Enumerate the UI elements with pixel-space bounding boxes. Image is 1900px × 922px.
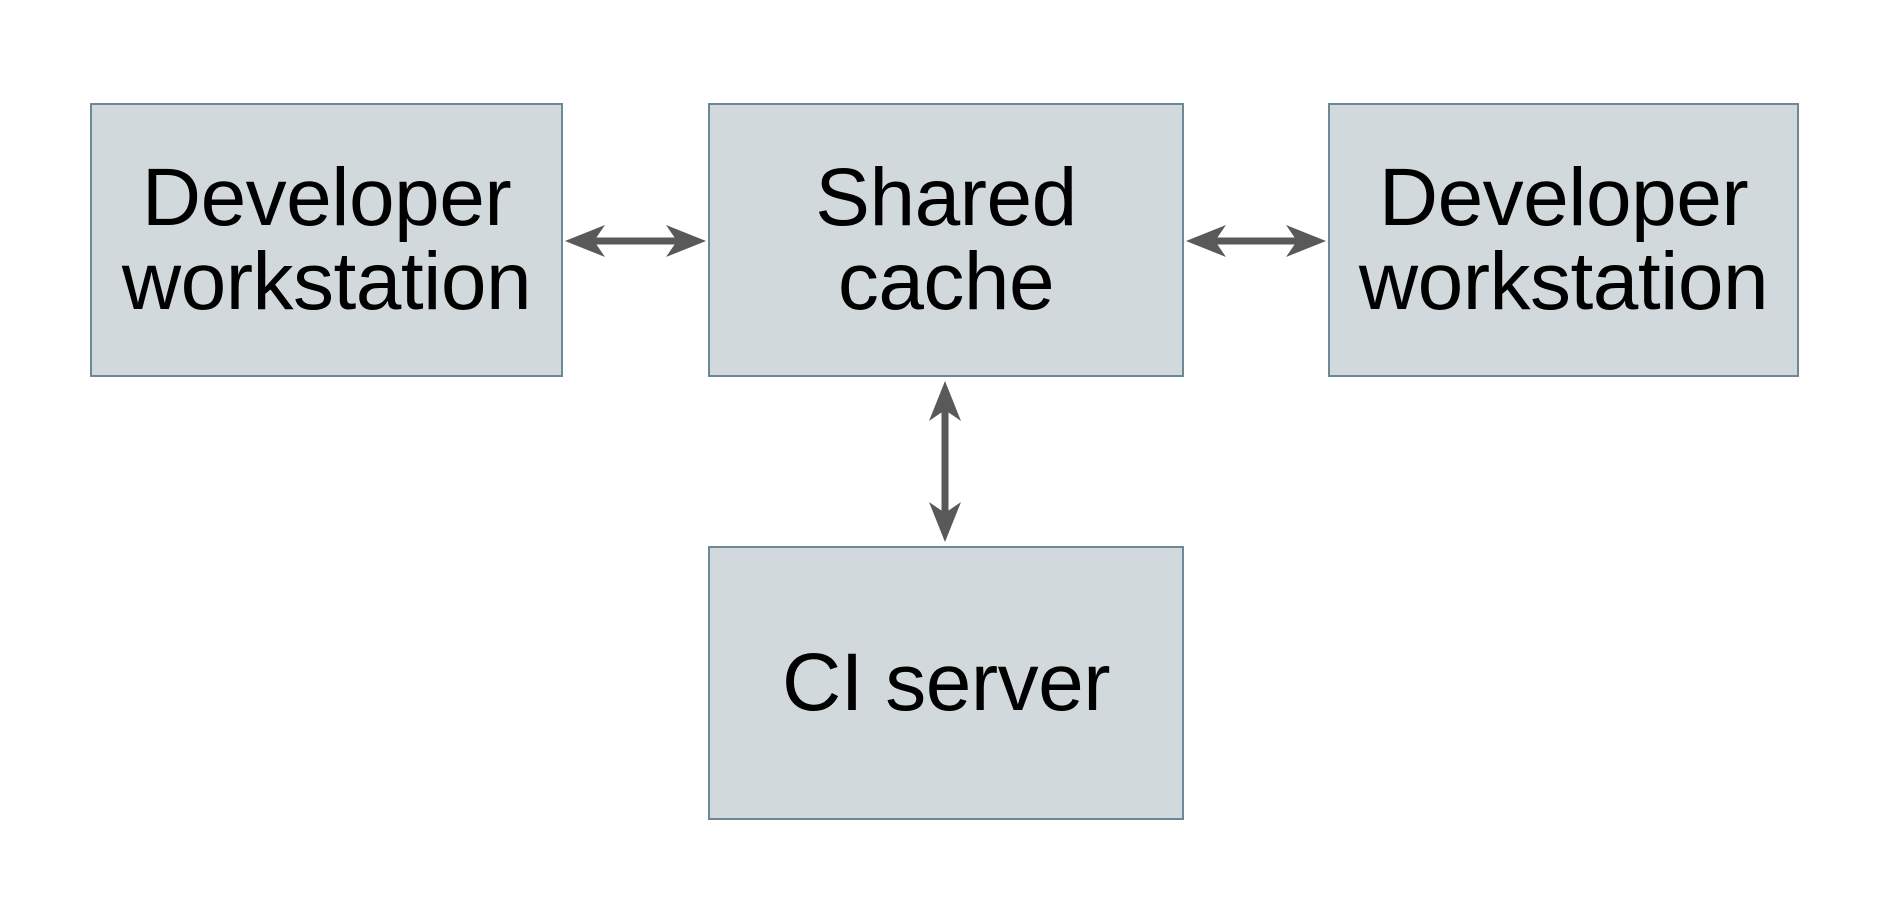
double-arrow-shared-cache-ci-server [929, 381, 961, 542]
arrowhead-right-icon [666, 225, 706, 257]
node-developer-workstation-left-label: Developer workstation [121, 152, 532, 327]
arrowhead-up-icon [929, 381, 961, 421]
node-ci-server: CI server [708, 546, 1184, 820]
double-arrow-shared-cache-right-workstation [1186, 225, 1326, 257]
node-ci-server-label: CI server [781, 637, 1111, 728]
arrowhead-right-icon [1286, 225, 1326, 257]
arrowhead-left-icon [1186, 225, 1226, 257]
arrowhead-down-icon [929, 502, 961, 542]
node-shared-cache-label: Shared cache [815, 152, 1077, 327]
node-developer-workstation-right: Developer workstation [1328, 103, 1799, 377]
node-developer-workstation-left: Developer workstation [90, 103, 563, 377]
arrowhead-left-icon [565, 225, 605, 257]
node-shared-cache: Shared cache [708, 103, 1184, 377]
double-arrow-left-workstation-shared-cache [565, 225, 706, 257]
node-developer-workstation-right-label: Developer workstation [1358, 152, 1769, 327]
